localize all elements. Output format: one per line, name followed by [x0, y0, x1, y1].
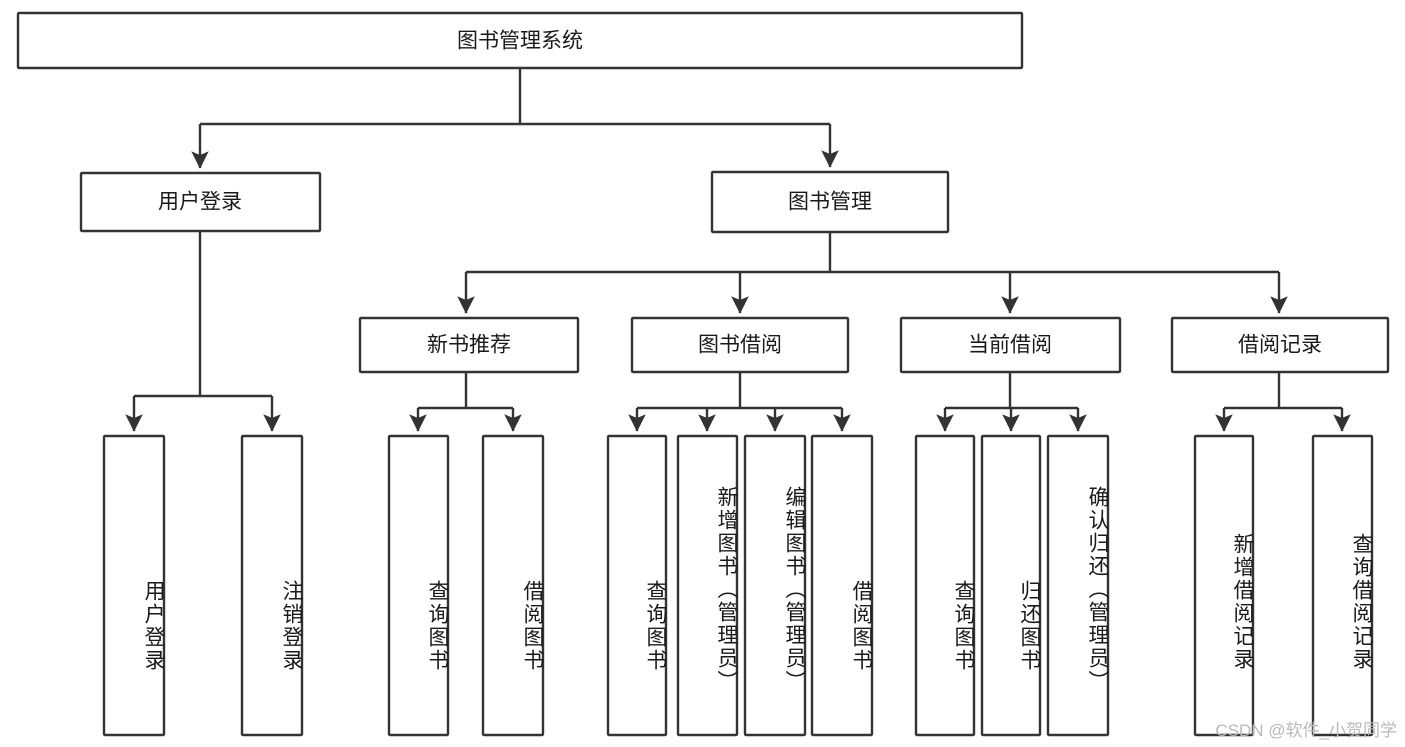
node-box-leaf-query-book-1[interactable]	[387, 434, 450, 737]
node-box-leaf-query-record[interactable]	[1311, 434, 1374, 737]
csdn-watermark: CSDN @软件_小贺同学	[1215, 721, 1397, 740]
node-box-leaf-query-book-2[interactable]	[606, 434, 668, 737]
node-label-user-login: 用户登录	[158, 191, 242, 214]
node-box-leaf-return-book[interactable]	[980, 434, 1042, 737]
node-label-book-borrow: 图书借阅	[698, 334, 782, 357]
node-label-root: 图书管理系统	[457, 30, 583, 53]
node-label-current-borrow: 当前借阅	[968, 334, 1052, 357]
node-box-leaf-query-book-3[interactable]	[914, 434, 976, 737]
node-box-leaf-confirm-return[interactable]	[1046, 434, 1110, 737]
node-box-leaf-add-book[interactable]	[676, 434, 739, 737]
node-label-new-book-rec: 新书推荐	[427, 334, 511, 357]
node-box-leaf-logout[interactable]	[240, 434, 304, 737]
node-label-book-manage: 图书管理	[788, 191, 872, 214]
node-box-leaf-borrow-book-2[interactable]	[810, 434, 874, 737]
node-box-new-book-rec[interactable]	[358, 316, 580, 374]
node-box-leaf-add-record[interactable]	[1193, 434, 1255, 737]
node-box-leaf-user-login[interactable]	[102, 434, 166, 737]
node-box-leaf-edit-book[interactable]	[743, 434, 807, 737]
node-label-borrow-record: 借阅记录	[1238, 334, 1322, 357]
node-box-leaf-borrow-book-1[interactable]	[481, 434, 545, 737]
